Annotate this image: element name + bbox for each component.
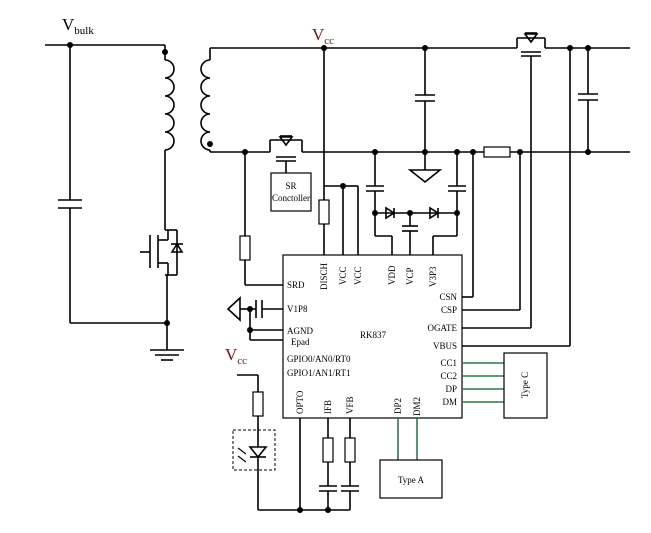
sr-controller-line1: SR <box>285 181 296 191</box>
pin-v1p8: V1P8 <box>287 304 308 314</box>
pin-dm2: DM2 <box>412 397 422 416</box>
vcc-label: Vcc <box>312 25 334 47</box>
pin-cc1: CC1 <box>440 358 457 368</box>
ic-name: RK837 <box>360 330 387 340</box>
feedback-network <box>319 418 359 513</box>
pin-v3p3: V3P3 <box>428 266 438 287</box>
ifb-resistor-icon <box>322 437 334 463</box>
pin-vcc-2: VCC <box>353 266 363 285</box>
secondary-dot-icon <box>207 141 213 147</box>
pin-csp: CSP <box>441 305 457 315</box>
rk837-ic: RK837 SRD V1P8 AGND Epad GPIO0/AN0/RT0 G… <box>282 254 463 419</box>
type-a-connector: Type A <box>379 418 443 499</box>
vcc-network <box>318 183 359 255</box>
pin-epad: Epad <box>291 337 310 347</box>
pin-agnd: AGND <box>287 326 313 336</box>
sense-resistor-icon <box>483 146 511 158</box>
pin-csn: CSN <box>439 292 457 302</box>
pin-vbus: VBUS <box>433 341 457 351</box>
pin-gpio1: GPIO1/AN1/RT1 <box>287 368 350 378</box>
vcc2-label: Vcc <box>225 345 247 367</box>
disch-resistor-icon <box>318 199 330 225</box>
pin-vdd: VDD <box>387 265 397 285</box>
primary-side <box>45 42 184 361</box>
right-side-connections <box>462 48 571 347</box>
opto-network <box>232 374 350 513</box>
diode1-icon <box>385 206 396 220</box>
pin-srd: SRD <box>287 280 305 290</box>
srd-resistor-icon <box>239 235 251 261</box>
sr-mosfet-icon <box>269 135 303 173</box>
pin-disch: DISCH <box>319 262 329 290</box>
pin-dm: DM <box>442 397 457 407</box>
pin-cc2: CC2 <box>440 371 457 381</box>
primary-dot-icon <box>162 49 168 55</box>
type-a-label: Type A <box>398 475 425 485</box>
pin-gpio0: GPIO0/AN0/RT0 <box>287 354 351 364</box>
ground-triangle-icon <box>407 169 443 184</box>
pin-vcc-1: VCC <box>338 266 348 285</box>
pin-vcp: VCP <box>405 267 415 285</box>
output-mosfet-icon <box>516 32 546 66</box>
pin-dp2: DP2 <box>393 398 403 414</box>
vfb-resistor-icon <box>344 437 356 463</box>
type-c-connector: Type C <box>462 352 548 419</box>
vbulk-label: Vbulk <box>62 15 94 37</box>
pin-ogate: OGATE <box>428 323 458 333</box>
ground-arrow-icon <box>226 296 241 322</box>
ground-icon <box>150 349 184 361</box>
type-c-label: Type C <box>520 372 530 398</box>
secondary-side <box>200 32 630 286</box>
charge-pump-network <box>366 152 466 255</box>
optocoupler-box <box>232 429 276 471</box>
sr-controller-line2: Conctoller <box>272 193 310 203</box>
diode2-icon <box>429 206 440 220</box>
primary-mosfet-icon <box>140 229 184 276</box>
pin-dp: DP <box>445 384 457 394</box>
pin-ifb: IFB <box>323 400 333 414</box>
pin-vfb: VFB <box>345 396 355 414</box>
v1p8-network <box>226 296 283 341</box>
sr-controller-box: SR Conctoller <box>270 172 312 212</box>
opto-resistor-icon <box>252 391 264 417</box>
pin-opto: OPTO <box>295 390 305 414</box>
opto-led-icon <box>248 446 268 459</box>
